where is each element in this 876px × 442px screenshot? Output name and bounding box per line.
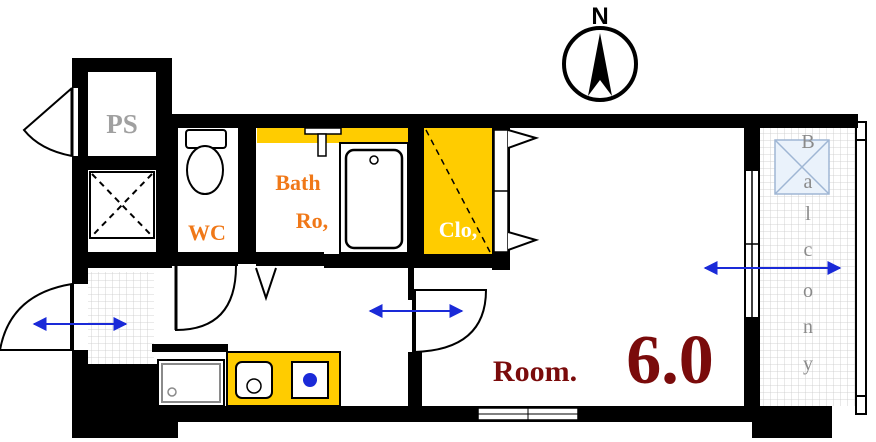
wc-label: WC bbox=[188, 220, 226, 245]
compass-north-label: N bbox=[591, 3, 608, 30]
entrance-door-swing bbox=[0, 282, 73, 351]
closet-label: Clo, bbox=[439, 217, 478, 242]
balcony-letter: B bbox=[801, 131, 814, 153]
right-window bbox=[744, 169, 760, 319]
balcony-letter: n bbox=[803, 316, 813, 338]
room-size-label: 6.0 bbox=[626, 322, 714, 399]
closet-door-marker-top bbox=[507, 129, 540, 149]
north-compass: N bbox=[562, 3, 638, 102]
ps-label: PS bbox=[106, 109, 138, 139]
bath-label-line2: Ro, bbox=[296, 208, 328, 233]
shaft-box bbox=[89, 171, 155, 239]
kitchen-sink-icon bbox=[157, 359, 225, 407]
toilet-icon bbox=[185, 129, 227, 195]
stove-burner-icon bbox=[235, 361, 273, 399]
bath-label-line1: Bath bbox=[275, 170, 320, 195]
entrance-floor bbox=[88, 272, 154, 364]
bath-door-marker bbox=[255, 267, 277, 302]
bath-vanity-strip bbox=[257, 128, 409, 143]
balcony-letter: a bbox=[804, 171, 813, 193]
walls bbox=[72, 58, 858, 438]
room-door-swing bbox=[413, 289, 488, 353]
faucet-icon bbox=[304, 127, 342, 157]
room-label: Room. bbox=[493, 355, 577, 388]
bottom-window bbox=[477, 407, 579, 421]
compass-needle-icon bbox=[588, 33, 612, 96]
balcony-label: B a l c o n y bbox=[801, 131, 814, 375]
wc-door-swing bbox=[175, 265, 237, 332]
balcony-letter: c bbox=[804, 239, 813, 261]
closet-door-marker-bottom bbox=[507, 231, 540, 251]
balcony-letter: y bbox=[803, 353, 813, 375]
bathtub-icon bbox=[339, 142, 409, 254]
closet-diagonal bbox=[425, 129, 491, 253]
ps-door-swing bbox=[22, 87, 73, 157]
stove-gas-icon bbox=[291, 361, 329, 399]
balcony-letter: o bbox=[803, 280, 813, 302]
balcony-letter: l bbox=[805, 203, 811, 225]
